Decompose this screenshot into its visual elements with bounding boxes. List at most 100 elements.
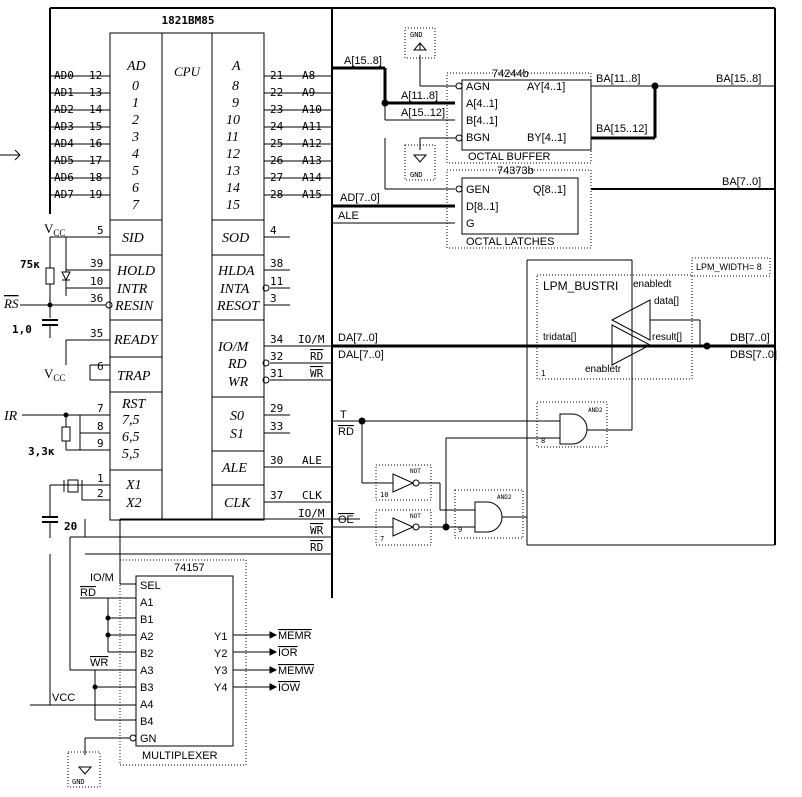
and-bot-name: AND2: [497, 494, 512, 501]
s1-pin: 33: [270, 420, 283, 433]
buffer-agn: AGN: [466, 81, 490, 93]
pin-a9-num: 22: [270, 86, 283, 99]
out-memw: MEMW: [278, 665, 315, 677]
latch-q: Q[8..1]: [533, 184, 566, 196]
mux-rd-net: RD: [80, 587, 96, 599]
s1-label: S1: [230, 427, 244, 442]
ad-bit-3: 3: [131, 130, 139, 145]
out-memr: MEMR: [278, 630, 312, 642]
clk-label: CLK: [224, 496, 251, 511]
mux-sel: SEL: [140, 580, 161, 592]
trap-pin: 6: [97, 360, 104, 373]
c1-value: 1,0: [12, 323, 32, 336]
inta-label: INTA: [219, 282, 250, 297]
net-ba15-8: BA[15..8]: [716, 73, 761, 85]
sid-label: SID: [122, 231, 144, 246]
multiplexer: [30, 518, 332, 788]
pin-ad3-num: 15: [89, 120, 102, 133]
wr-label: WR: [228, 375, 249, 390]
a-bit-14: 14: [226, 181, 240, 196]
pin-ad6: AD6: [54, 171, 74, 184]
latch-name: 74373b: [497, 165, 534, 177]
hlda-label: HLDA: [217, 264, 255, 279]
buffer-name: 74244b: [492, 68, 529, 80]
rst-65-label: 6,5: [122, 430, 140, 445]
pin-ad0: AD0: [54, 69, 74, 82]
mux-iom-net: IO/M: [90, 572, 114, 584]
bustri-result: result[]: [652, 332, 682, 343]
a-bit-8: 8: [232, 79, 239, 94]
pin-a14: A14: [302, 171, 322, 184]
a-bit-13: 13: [226, 164, 240, 179]
mux-caption: MULTIPLEXER: [142, 750, 218, 762]
resin-label: RESIN: [114, 299, 154, 314]
mux-y2: Y2: [214, 648, 227, 660]
x2-label: X2: [125, 496, 142, 511]
net-dbs7-0: DBS[7..0]: [730, 349, 777, 361]
net-db7-0: DB[7..0]: [730, 332, 770, 344]
mux-gn: GN: [140, 733, 157, 745]
pin-ad7: AD7: [54, 188, 74, 201]
rst55-pin: 9: [97, 437, 104, 450]
mux-vcc: VCC: [52, 692, 75, 704]
rst-75-label: 7,5: [122, 413, 140, 428]
net-rd: RD: [338, 426, 354, 438]
x1-pin: 1: [97, 472, 104, 485]
sod-label: SOD: [222, 231, 249, 246]
net-iom-r: IO/M: [298, 507, 325, 520]
a-bit-12: 12: [226, 147, 240, 162]
pin-ad1-num: 13: [89, 86, 102, 99]
rst-label: RST: [121, 397, 147, 412]
buses: [85, 7, 776, 555]
rst-55-label: 5,5: [122, 447, 140, 462]
mux-a2: A2: [140, 631, 153, 643]
bustri-inst: 1: [541, 369, 546, 378]
ale-pin: 30: [270, 454, 283, 467]
hold-label: HOLD: [116, 264, 155, 279]
mux-a3: A3: [140, 665, 153, 677]
hlda-pin: 38: [270, 257, 283, 270]
mux-a4: A4: [140, 699, 153, 711]
ale-label: ALE: [221, 461, 247, 476]
ad-bit-0: 0: [132, 79, 139, 94]
rs-label: RS: [3, 296, 19, 311]
rst65-pin: 8: [97, 420, 104, 433]
a-bit-11: 11: [226, 130, 239, 145]
r1-value: 75к: [20, 258, 40, 271]
cpu-name: 1821ВМ85: [162, 14, 215, 27]
net-a11-8: A[11..8]: [401, 90, 438, 102]
pin-a10-num: 23: [270, 103, 283, 116]
pin-a11-num: 24: [270, 120, 284, 133]
intr-pin: 10: [90, 275, 103, 288]
iom-net: IO/M: [298, 333, 325, 346]
net-t: T: [340, 409, 347, 421]
buffer-b: B[4..1]: [466, 115, 498, 127]
octal-latch: [446, 169, 592, 249]
bustri-enabletr: enabletr: [585, 364, 622, 375]
not-bot-name: NOT: [410, 513, 421, 520]
pin-a10: A10: [302, 103, 322, 116]
latch-g: G: [466, 218, 475, 230]
pin-a14-num: 27: [270, 171, 283, 184]
net-a15-12: A[15..12]: [401, 107, 445, 119]
ale-net: ALE: [302, 454, 322, 467]
ir-label: IR: [3, 409, 18, 424]
a-bit-10: 10: [226, 113, 240, 128]
net-rd-r: RD: [310, 541, 323, 554]
pin-a12: A12: [302, 137, 322, 150]
pin-a8-num: 21: [270, 69, 283, 82]
bustri-data: data[]: [654, 296, 679, 307]
pin-ad3: AD3: [54, 120, 74, 133]
mux-a1: A1: [140, 597, 153, 609]
mux-b3: B3: [140, 682, 153, 694]
net-wr-r: WR: [310, 524, 324, 537]
resot-pin: 3: [270, 292, 277, 305]
buffer-bgn: BGN: [466, 132, 490, 144]
pin-ad6-num: 18: [89, 171, 102, 184]
pin-a12-num: 25: [270, 137, 283, 150]
net-ba7-0: BA[7..0]: [722, 176, 761, 188]
buffer-a: A[4..1]: [466, 98, 498, 110]
pin-a11: A11: [302, 120, 322, 133]
pin-a9: A9: [302, 86, 315, 99]
